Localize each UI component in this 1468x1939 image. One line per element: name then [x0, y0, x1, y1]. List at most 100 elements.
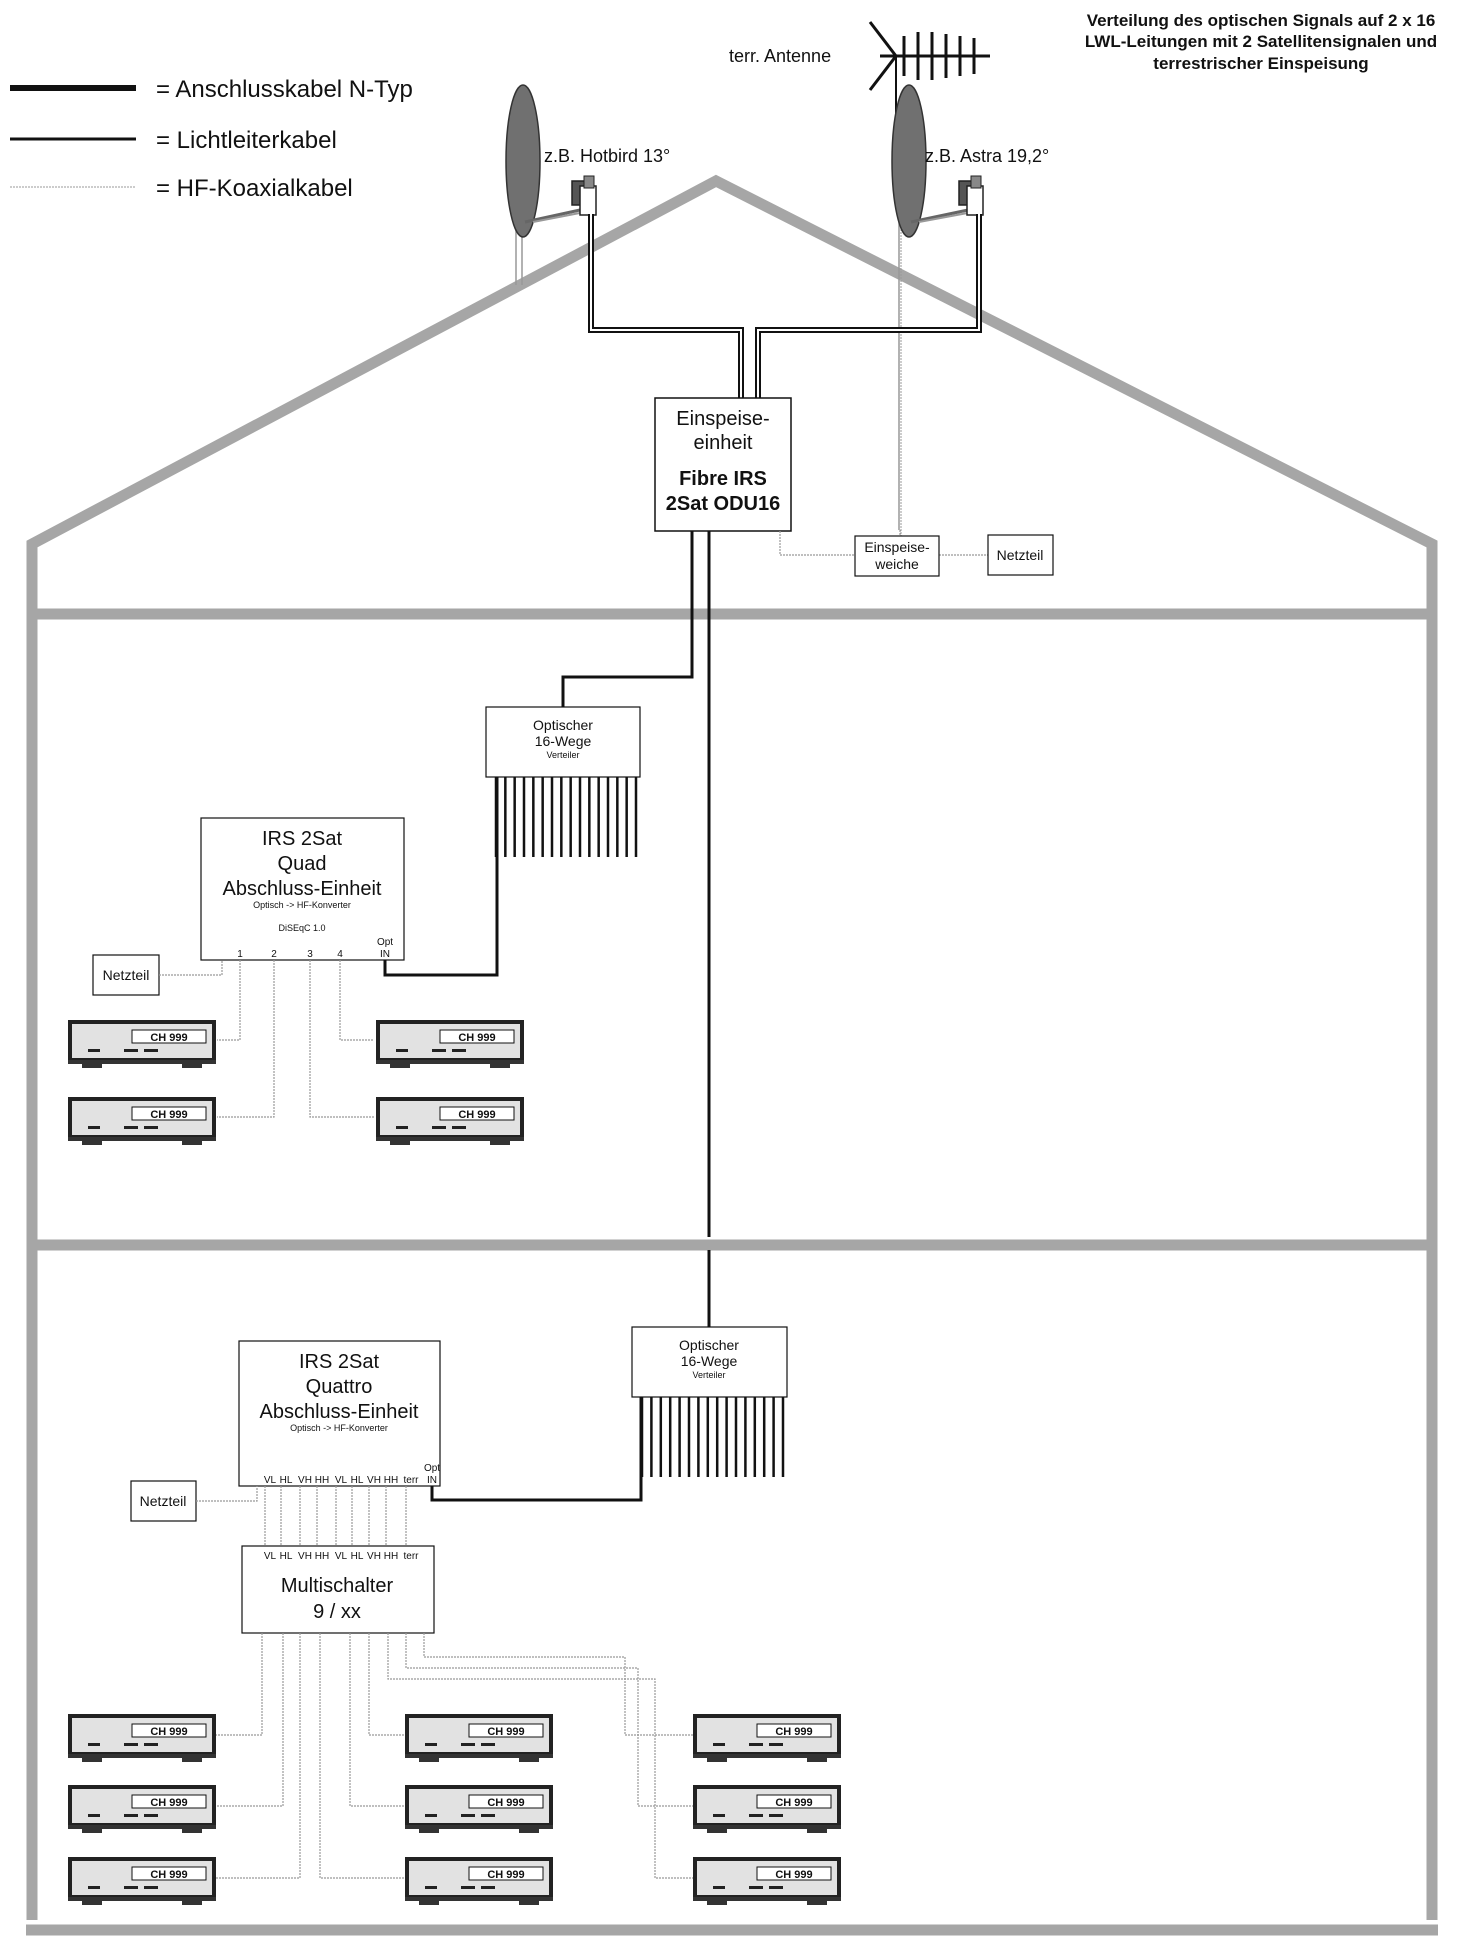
receiver-icon: CH 999 — [67, 1019, 217, 1069]
feed-unit-box: Einspeise- einheit Fibre IRS 2Sat ODU16 — [654, 397, 792, 532]
coax-cables-attic — [779, 530, 988, 556]
n-type-cables — [588, 214, 982, 398]
quattro-port-label: VL — [264, 1475, 277, 1486]
receiver-icon: CH 999 — [375, 1096, 525, 1146]
quattro-port-label: terr — [404, 1475, 420, 1486]
diagram-title: Verteilung des optischen Signals auf 2 x… — [1085, 11, 1437, 73]
quattro-opt-in-line-1: Opt — [424, 1463, 440, 1474]
multiswitch-port-label: HL — [280, 1551, 293, 1562]
feed-switch-line-2: weiche — [874, 556, 919, 572]
receiver-display: CH 999 — [775, 1869, 812, 1881]
power-supply-attic: Netzteil — [987, 534, 1054, 576]
title-line-1: Verteilung des optischen Signals auf 2 x… — [1087, 11, 1436, 30]
quad-unit-diseqc: DiSEqC 1.0 — [278, 923, 325, 933]
legend-n-type-label: = Anschlusskabel N-Typ — [156, 76, 413, 103]
splitter-upper-line-3: Verteiler — [546, 750, 579, 760]
quad-unit-line-4: Optisch -> HF-Konverter — [253, 900, 351, 910]
splitter-lower-line-2: 16-Wege — [681, 1353, 738, 1369]
receiver-display: CH 999 — [150, 1726, 187, 1738]
quad-unit-line-2: Quad — [278, 853, 327, 875]
receiver-display: CH 999 — [150, 1032, 187, 1044]
power-supply-floor2-label: Netzteil — [140, 1493, 187, 1509]
receiver-display: CH 999 — [458, 1032, 495, 1044]
feed-unit-line-3: Fibre IRS — [679, 468, 767, 490]
splitter-lower-line-1: Optischer — [679, 1337, 739, 1353]
feed-unit-line-4: 2Sat ODU16 — [666, 493, 781, 515]
multiswitch-port-label: VH — [298, 1551, 312, 1562]
receiver-display: CH 999 — [487, 1726, 524, 1738]
multiswitch-port-label: terr — [404, 1551, 420, 1562]
receiver-icon: CH 999 — [404, 1784, 554, 1834]
legend-coax-label: = HF-Koaxialkabel — [156, 175, 353, 202]
power-supply-floor1-label: Netzteil — [103, 967, 150, 983]
receiver-icon: CH 999 — [67, 1784, 217, 1834]
feed-switch-box: Einspeise- weiche — [854, 535, 940, 577]
power-supply-floor2: Netzteil — [130, 1480, 197, 1522]
feed-unit-line-1: Einspeise- — [676, 408, 769, 430]
quattro-unit-line-2: Quattro — [306, 1376, 373, 1398]
quad-port-label: 4 — [337, 949, 343, 960]
receiver-icon: CH 999 — [67, 1713, 217, 1763]
receiver-icon: CH 999 — [692, 1713, 842, 1763]
title-line-2: LWL-Leitungen mit 2 Satellitensignalen u… — [1085, 32, 1437, 51]
optical-splitter-lower: Optischer 16-Wege Verteiler — [631, 1326, 788, 1477]
multiswitch-port-label: HH — [384, 1551, 398, 1562]
quattro-port-label: VL — [335, 1475, 348, 1486]
house-outline — [26, 174, 1438, 1936]
dish-astra-label: z.B. Astra 19,2° — [925, 146, 1049, 166]
receiver-icon: CH 999 — [692, 1784, 842, 1834]
quattro-unit-box: IRS 2Sat Quattro Abschluss-Einheit Optis… — [238, 1340, 441, 1487]
receiver-display: CH 999 — [775, 1726, 812, 1738]
quattro-unit-line-4: Optisch -> HF-Konverter — [290, 1423, 388, 1433]
coax-cables-quattro-multiswitch — [196, 1486, 407, 1546]
receiver-icon: CH 999 — [692, 1856, 842, 1906]
optical-splitter-upper: Optischer 16-Wege Verteiler — [485, 706, 641, 857]
quattro-port-label: HH — [384, 1475, 398, 1486]
multiswitch-line-2: 9 / xx — [313, 1601, 361, 1623]
quad-opt-in-line-1: Opt — [377, 937, 393, 948]
receiver-display: CH 999 — [487, 1869, 524, 1881]
multiswitch-port-label: VH — [367, 1551, 381, 1562]
feed-unit-line-2: einheit — [694, 432, 753, 454]
quad-opt-in-line-2: IN — [380, 949, 390, 960]
multiswitch-port-label: HH — [315, 1551, 329, 1562]
quattro-port-label: HL — [351, 1475, 364, 1486]
quattro-port-label: HH — [315, 1475, 329, 1486]
coax-cables-floor2 — [216, 1633, 693, 1879]
receiver-display: CH 999 — [458, 1109, 495, 1121]
terrestrial-antenna-icon — [868, 21, 990, 130]
quattro-unit-line-1: IRS 2Sat — [299, 1351, 379, 1373]
receiver-icon: CH 999 — [404, 1856, 554, 1906]
receiver-icon: CH 999 — [404, 1713, 554, 1763]
multiswitch-port-label: VL — [264, 1551, 277, 1562]
receiver-display: CH 999 — [487, 1797, 524, 1809]
terrestrial-antenna-label: terr. Antenne — [729, 46, 831, 66]
multiswitch-line-1: Multischalter — [281, 1575, 394, 1597]
quad-port-label: 2 — [271, 949, 277, 960]
receiver-icon: CH 999 — [67, 1096, 217, 1146]
quad-port-label: 3 — [307, 949, 313, 960]
quad-port-label: 1 — [237, 949, 243, 960]
fiber-to-quad — [383, 777, 499, 977]
power-supply-attic-label: Netzteil — [997, 547, 1044, 563]
dish-hotbird-label: z.B. Hotbird 13° — [544, 146, 670, 166]
splitter-lower-line-3: Verteiler — [692, 1370, 725, 1380]
splitter-upper-line-2: 16-Wege — [535, 733, 592, 749]
receiver-display: CH 999 — [775, 1797, 812, 1809]
quad-unit-line-1: IRS 2Sat — [262, 828, 342, 850]
quad-unit-line-3: Abschluss-Einheit — [223, 878, 382, 900]
legend: = Anschlusskabel N-Typ = Lichtleiterkabe… — [10, 76, 413, 202]
quattro-port-label: VH — [367, 1475, 381, 1486]
quad-unit-box: IRS 2Sat Quad Abschluss-Einheit Optisch … — [200, 817, 405, 961]
fiber-trunks — [561, 531, 711, 1333]
power-supply-floor1: Netzteil — [92, 954, 160, 996]
receivers: CH 999 CH 999 CH 999 CH 999 CH 999 CH 999 CH 9… — [67, 1019, 842, 1906]
coax-cables-floor1 — [159, 960, 374, 1118]
quattro-port-label: HL — [280, 1475, 293, 1486]
receiver-display: CH 999 — [150, 1869, 187, 1881]
title-line-3: terrestrischer Einspeisung — [1153, 54, 1368, 73]
receiver-icon: CH 999 — [67, 1856, 217, 1906]
fiber-to-quattro — [430, 1397, 643, 1502]
